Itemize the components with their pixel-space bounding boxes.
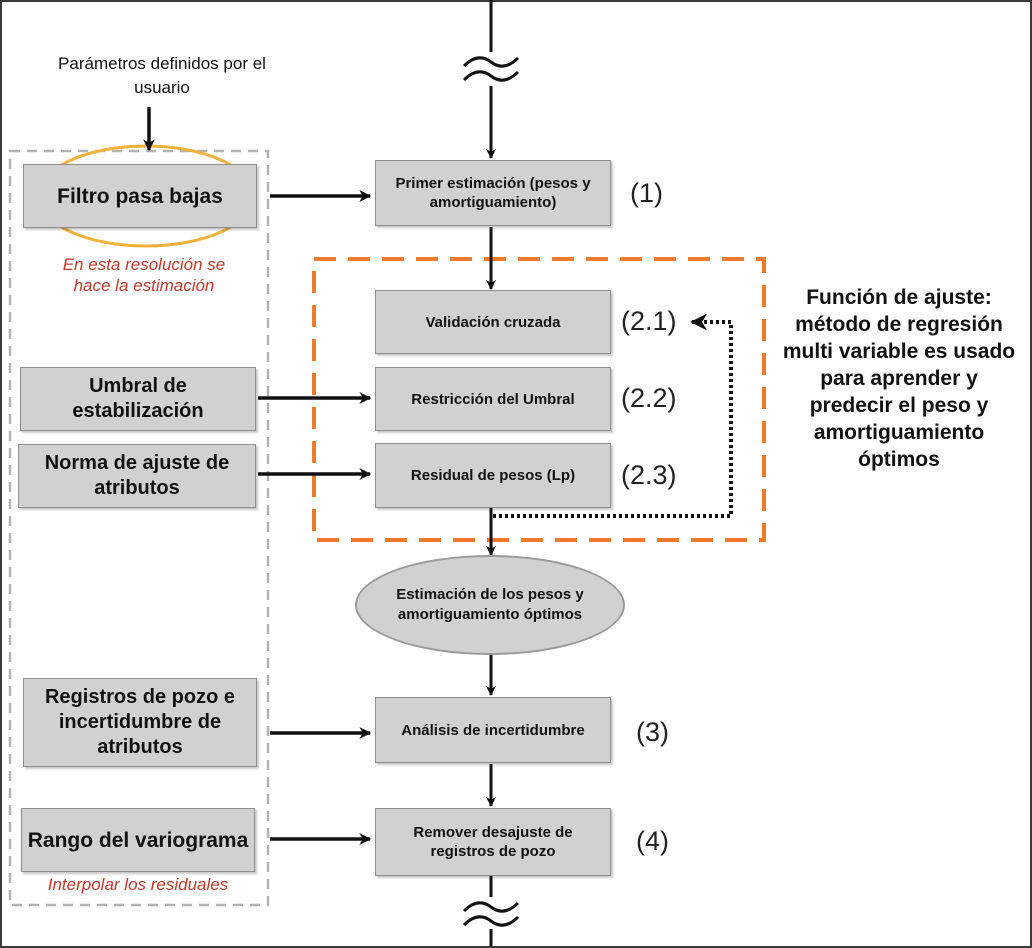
remove-misfit-box: Remover desajuste de registros de pozo (375, 808, 611, 876)
resolution-note: En esta resolución se hace la estimación (62, 255, 226, 295)
well-logs-box: Registros de pozo e incertidumbre de atr… (23, 678, 257, 767)
step-label-2-1: (2.1) (621, 306, 677, 336)
step-label-4: (4) (636, 826, 669, 856)
cross-validation-box: Validación cruzada (375, 290, 611, 354)
threshold-box: Umbral de estabilización (20, 367, 256, 431)
bottom-break-symbol (462, 876, 520, 946)
threshold-restriction-box: Restricción del Umbral (375, 367, 611, 431)
step-label-3: (3) (636, 717, 669, 747)
step-label-1: (1) (630, 178, 663, 208)
weight-residual-box: Residual de pesos (Lp) (375, 443, 611, 508)
norm-box: Norma de ajuste de atributos (18, 444, 256, 508)
fit-function-description: Función de ajuste: método de regresión m… (782, 286, 1016, 471)
input-group-boundary (8, 149, 270, 907)
uncertainty-box: Análisis de incertidumbre (375, 697, 611, 763)
low-pass-filter-box: Filtro pasa bajas (23, 164, 257, 228)
step-label-2-3: (2.3) (621, 460, 677, 490)
optimal-estimation-oval: Estimación de los pesos y amortiguamient… (355, 555, 625, 655)
user-params-label: Parámetros definidos por el usuario (58, 54, 266, 97)
iteration-group-boundary (312, 257, 766, 542)
step-label-2-2: (2.2) (621, 383, 677, 413)
interpolate-note: Interpolar los residuales (47, 875, 229, 894)
top-break-symbol (462, 0, 520, 160)
variogram-box: Rango del variograma (21, 808, 255, 872)
feedback-loop (493, 313, 733, 518)
first-estimation-box: Primer estimación (pesos y amortiguamien… (375, 160, 611, 226)
